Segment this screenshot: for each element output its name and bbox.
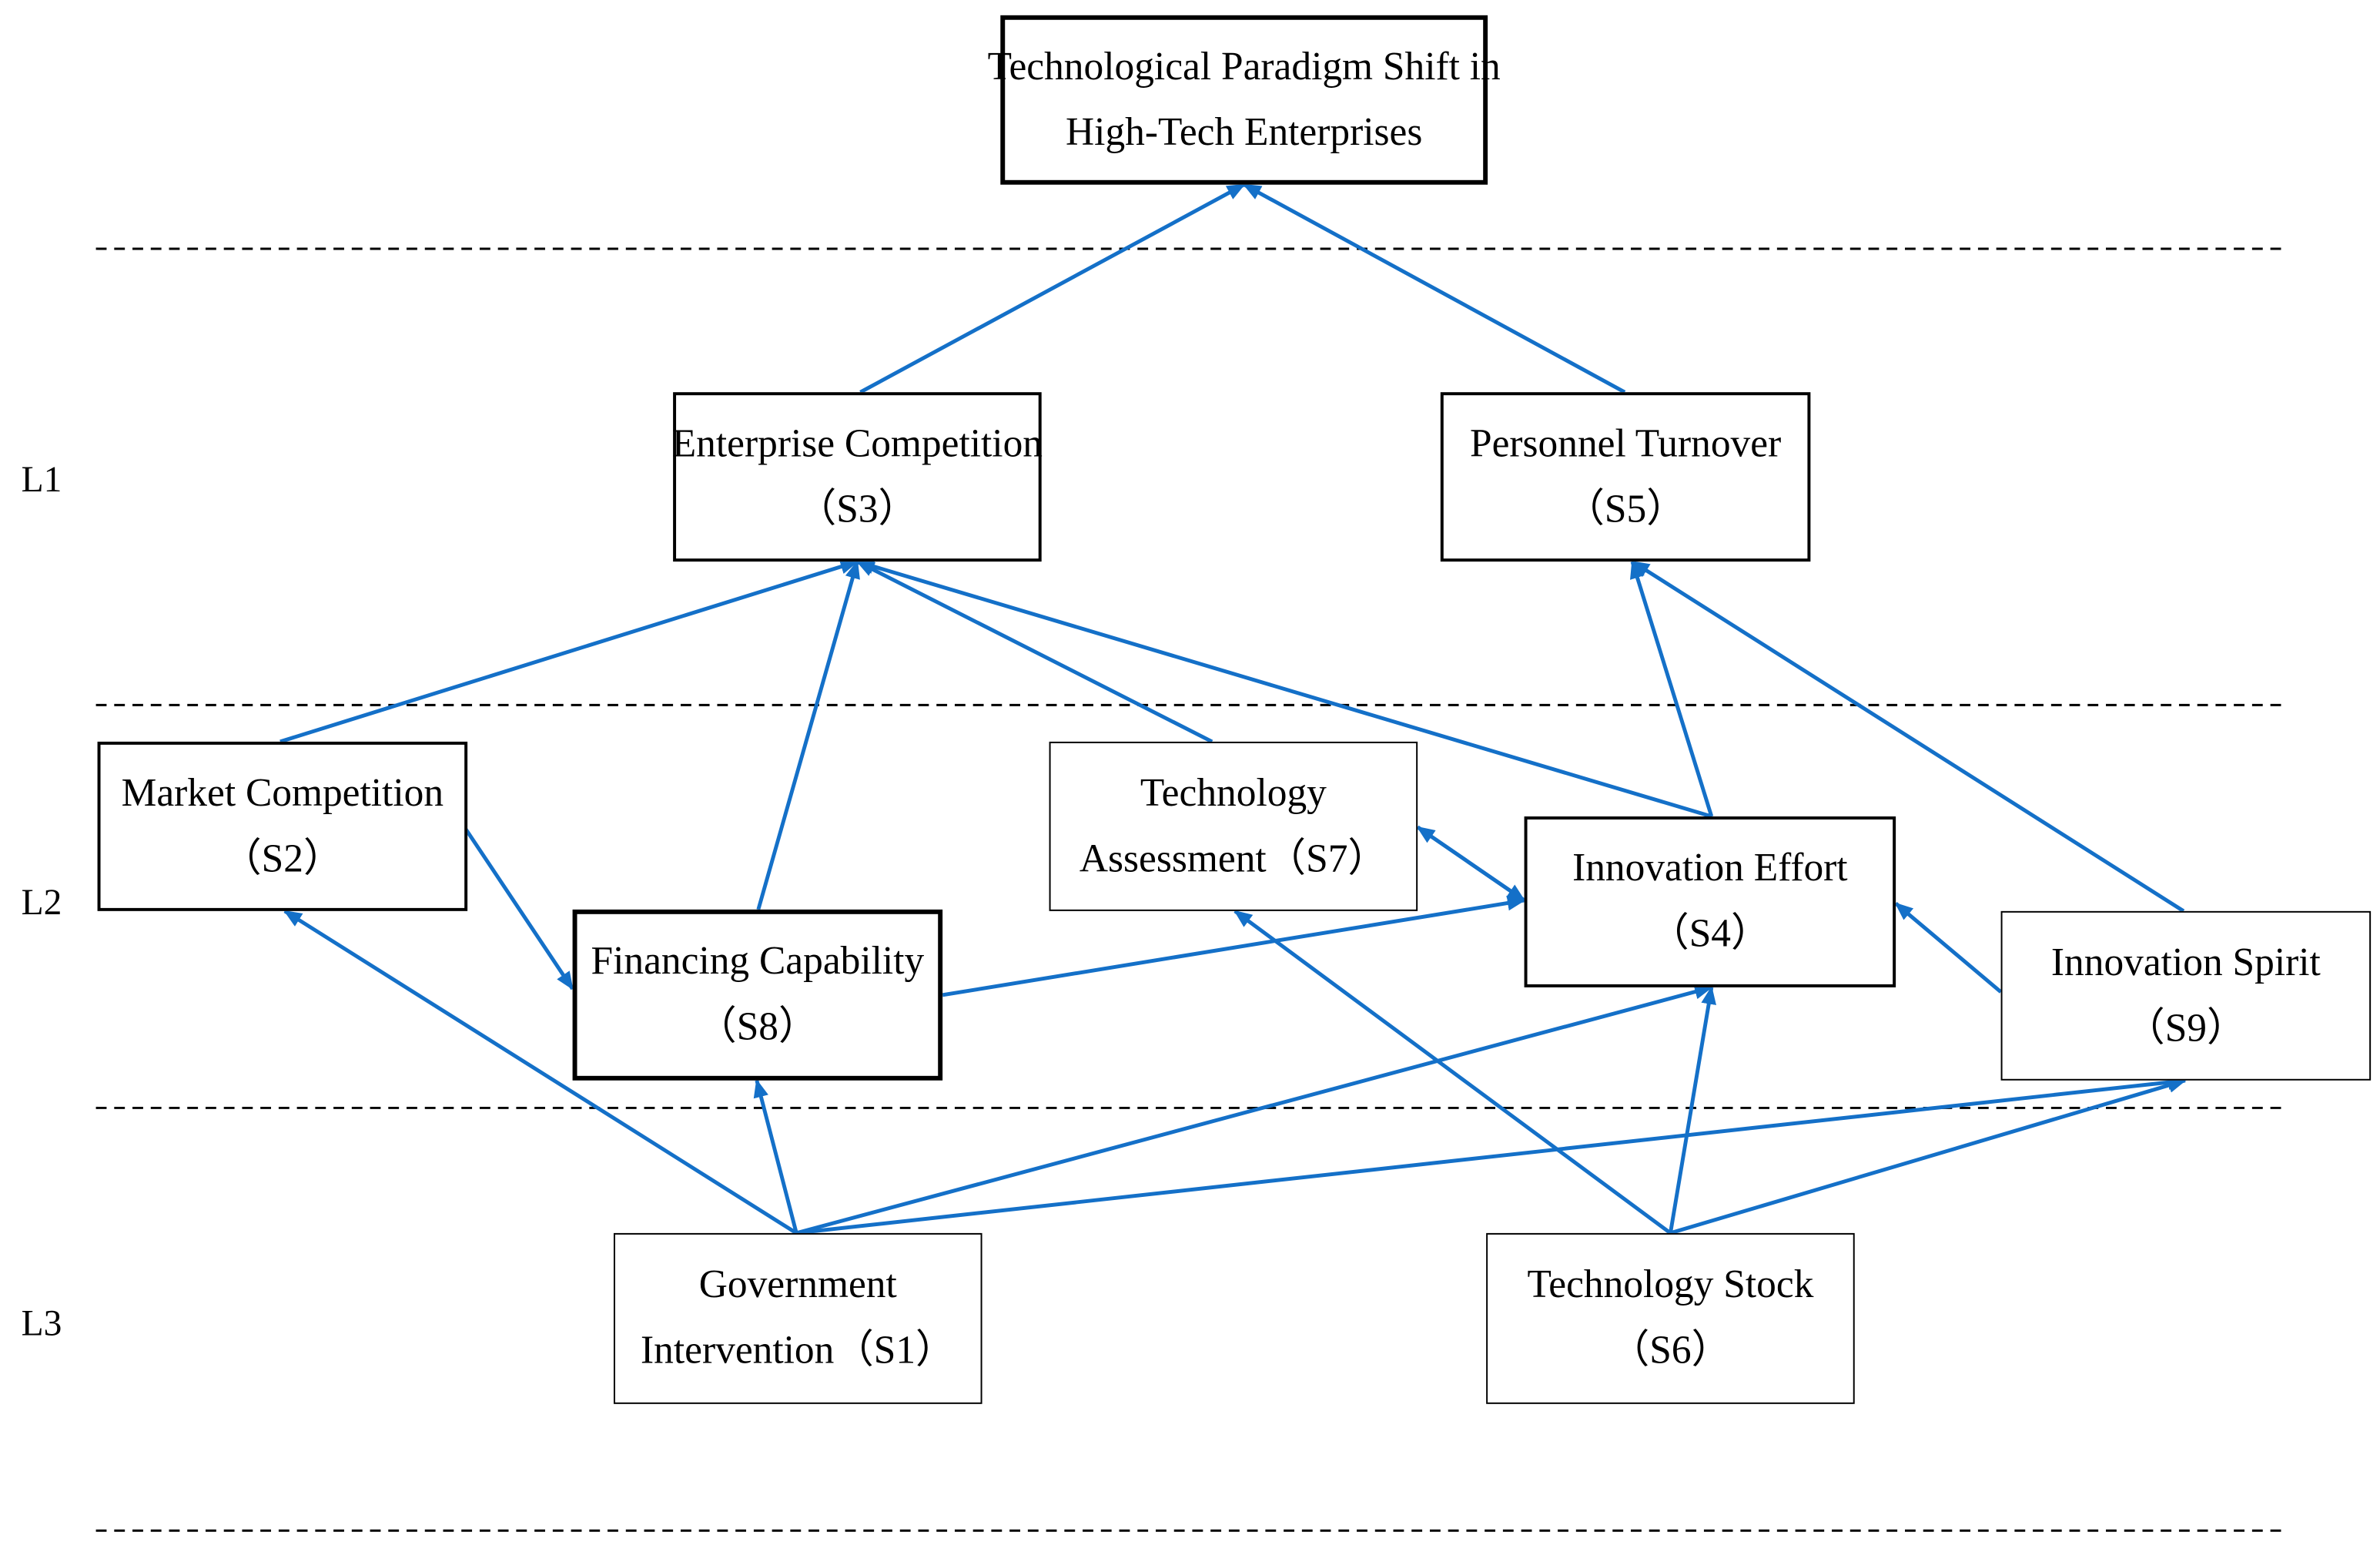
edge-s4-to-s5 — [1630, 560, 1714, 817]
edge-s1-to-s9 — [796, 1074, 2187, 1235]
edge-s7-to-s3 — [855, 559, 1213, 744]
node-s1-code: Intervention（S1） — [641, 1327, 956, 1373]
edge-s6-to-s9 — [1669, 1078, 2187, 1235]
node-s3-code: （S3） — [796, 486, 918, 531]
edge-s2-to-s8 — [463, 826, 574, 991]
node-s5-name: Personnel Turnover — [1469, 421, 1782, 465]
node-s4-innovation-effort: Innovation Effort （S4） — [1524, 816, 1896, 987]
node-s8-name: Financing Capability — [591, 938, 925, 984]
edge-s6-to-s4 — [1669, 985, 1716, 1234]
node-s1-government-intervention: Government Intervention（S1） — [613, 1232, 982, 1404]
edge-s1-to-s8 — [753, 1078, 798, 1234]
level-label-l3: L3 — [21, 1305, 62, 1345]
node-s6-code: （S6） — [1609, 1327, 1732, 1373]
edge-s1-to-s4 — [795, 984, 1713, 1235]
node-s7-code: Assessment（S7） — [1079, 835, 1387, 880]
node-s1-name: Government — [698, 1262, 897, 1307]
edge-s8-to-s4 — [942, 895, 1526, 997]
node-s3-enterprise-competition: Enterprise Competition （S3） — [671, 392, 1043, 562]
node-s7-name: Technology — [1140, 769, 1327, 815]
edge-s9-to-s5 — [1631, 560, 2185, 913]
edge-s9-to-s4 — [1894, 902, 2003, 994]
node-s9-innovation-spirit: Innovation Spirit （S9） — [2000, 910, 2372, 1081]
node-s8-financing-capability: Financing Capability （S8） — [572, 909, 943, 1081]
node-s3-name: Enterprise Competition — [671, 421, 1043, 465]
node-top-line-1: Technological Paradigm Shift in — [987, 43, 1501, 89]
node-s5-personnel-turnover: Personnel Turnover （S5） — [1440, 392, 1811, 562]
node-s9-code: （S9） — [2125, 1004, 2247, 1050]
node-s8-code: （S8） — [697, 1004, 818, 1049]
edge-s4-to-s7-reverse-head — [1416, 825, 1526, 903]
node-s2-name: Market Competition — [121, 769, 444, 815]
node-s2-code: （S2） — [222, 835, 343, 880]
node-s2-market-competition: Market Competition （S2） — [97, 741, 468, 911]
edge-s1-to-s2 — [283, 909, 798, 1235]
node-top-paradigm-shift: Technological Paradigm Shift in High-Tec… — [988, 15, 1501, 185]
node-s4-code: （S4） — [1649, 910, 1771, 956]
node-s9-name: Innovation Spirit — [2050, 939, 2321, 984]
edge-s5-to-top — [1242, 183, 1626, 394]
edge-s4-to-s3 — [855, 558, 1712, 819]
edge-s6-to-s7 — [1234, 909, 1672, 1235]
node-s6-name: Technology Stock — [1527, 1262, 1814, 1307]
edge-group — [280, 183, 2187, 1235]
edge-s3-to-top — [859, 183, 1246, 394]
level-label-l1: L1 — [21, 461, 62, 501]
node-s5-code: （S5） — [1565, 486, 1686, 531]
node-s7-technology-assessment: Technology Assessment（S7） — [1049, 741, 1418, 911]
edge-s2-to-s3 — [280, 559, 859, 744]
level-label-l2: L2 — [21, 883, 62, 923]
edge-s8-to-s3 — [756, 560, 860, 910]
node-s4-name: Innovation Effort — [1572, 845, 1848, 890]
node-s6-technology-stock: Technology Stock （S6） — [1486, 1232, 1855, 1404]
node-top-line-2: High-Tech Enterprises — [1066, 109, 1423, 154]
